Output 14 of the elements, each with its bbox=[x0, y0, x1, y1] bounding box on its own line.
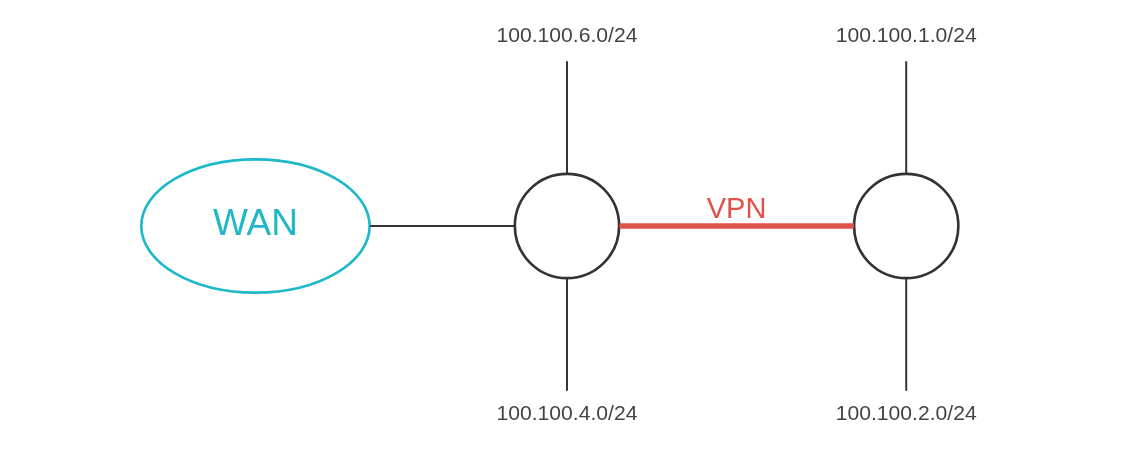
connector bbox=[566, 60, 568, 175]
node-text: 100.100.4.0/24 bbox=[496, 400, 638, 424]
node-text: 100.100.1.0/24 bbox=[835, 23, 977, 47]
node-text: 100.100.6.0/24 bbox=[496, 23, 638, 47]
connector bbox=[566, 277, 568, 392]
connector bbox=[619, 223, 854, 229]
node-circle bbox=[513, 172, 621, 280]
connector bbox=[369, 225, 516, 227]
node-ellipse: WAN bbox=[139, 158, 371, 294]
connector bbox=[905, 277, 908, 392]
edge-label: VPN bbox=[706, 191, 767, 224]
node-text: 100.100.2.0/24 bbox=[835, 400, 977, 424]
connector bbox=[905, 60, 908, 175]
node-circle bbox=[852, 172, 960, 280]
